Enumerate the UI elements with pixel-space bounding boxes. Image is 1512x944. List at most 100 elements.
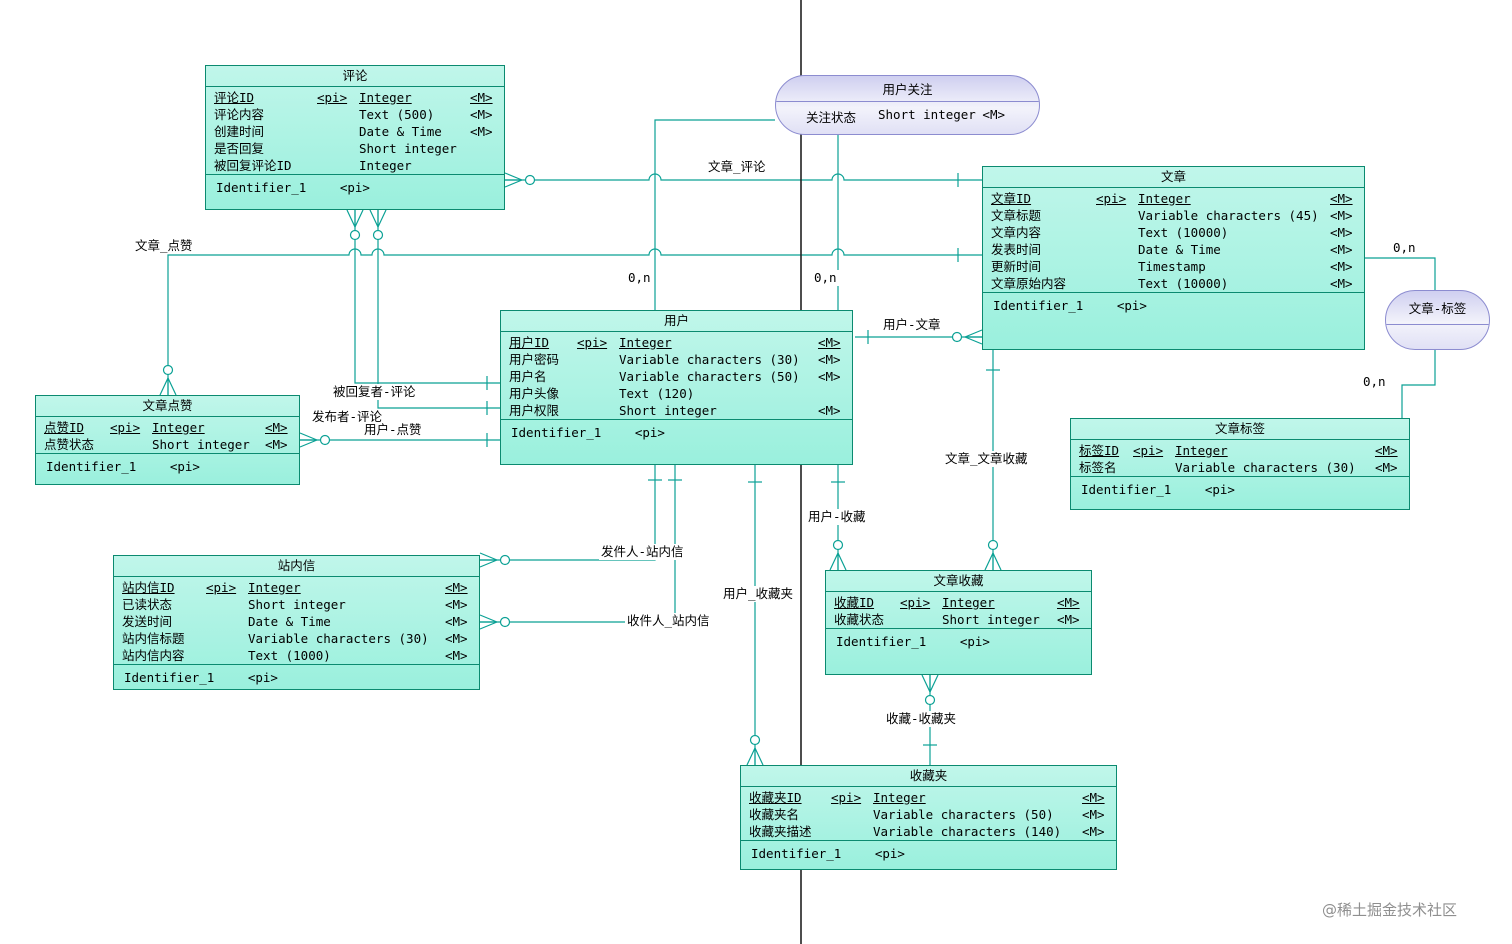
entity-comment[interactable]: 评论 评论ID <pi> Integer <M> 评论内容 Text (500)… — [205, 65, 505, 210]
attr-pi-marker — [1133, 459, 1175, 476]
attr-type: Text (500) — [359, 107, 435, 122]
entity-site-message[interactable]: 站内信 站内信ID <pi> Integer <M> 已读状态 Short in… — [113, 555, 480, 690]
attribute-row: 发表时间 Date & Time <M> — [991, 241, 1364, 258]
attribute-row: 收藏状态 Short integer <M> — [834, 611, 1091, 628]
attribute-row: 收藏夹描述 Variable characters (140) <M> — [749, 823, 1116, 840]
crowfoot-message-1 — [479, 552, 498, 568]
attr-type: Variable characters (30) — [619, 352, 800, 367]
cardinality-follow-b: 0,n — [812, 270, 839, 286]
attribute-row: 已读状态 Short integer <M> — [122, 596, 479, 613]
rel-replied-comment-line — [354, 210, 500, 384]
attr-name: 发表时间 — [991, 242, 1042, 257]
attr-type: Text (120) — [619, 386, 695, 401]
attr-type: Integer — [359, 158, 412, 173]
identifier-section: Identifier_1 <pi> — [206, 174, 504, 209]
identifier-pi-marker: <pi> — [339, 180, 370, 195]
attribute-row: 用户名 Variable characters (50) <M> — [509, 368, 852, 385]
attr-pi-marker — [577, 351, 619, 368]
crowfoot-favorite-2 — [984, 552, 1002, 571]
attribute-row: 用户ID <pi> Integer <M> — [509, 334, 852, 351]
attr-pi-marker — [110, 436, 152, 453]
attr-mandatory-marker — [470, 157, 504, 174]
attribute-row: 站内信标题 Variable characters (30) <M> — [122, 630, 479, 647]
assoc-article-tag-link-a — [1365, 257, 1436, 290]
attribute-row: 标签ID <pi> Integer <M> — [1079, 442, 1409, 459]
rel-label-favorite-folder: 收藏-收藏夹 — [884, 711, 959, 727]
attr-pi-marker — [831, 823, 873, 840]
attr-pi-marker: <pi> — [1133, 443, 1164, 458]
entity-title: 用户 — [501, 311, 852, 332]
attr-name: 是否回复 — [214, 141, 265, 156]
entity-article-tag[interactable]: 文章标签 标签ID <pi> Integer <M> 标签名 Variable … — [1070, 418, 1410, 510]
crowfoot-folder — [746, 747, 764, 766]
entity-title: 文章标签 — [1071, 419, 1409, 440]
entity-article[interactable]: 文章 文章ID <pi> Integer <M> 文章标题 Variable c… — [982, 166, 1365, 350]
entity-favorite-folder[interactable]: 收藏夹 收藏夹ID <pi> Integer <M> 收藏夹名 Variable… — [740, 765, 1117, 870]
attr-type: Short integer — [359, 141, 457, 156]
cardinality-follow-a: 0,n — [626, 270, 653, 286]
attr-mandatory-marker: <M> — [1057, 595, 1080, 610]
attr-type: Short integer — [942, 612, 1040, 627]
attr-type: Short integer — [878, 107, 976, 122]
association-article-tag[interactable]: 文章-标签 — [1385, 290, 1490, 350]
attr-name: 用户名 — [509, 369, 547, 384]
attr-name: 站内信标题 — [122, 631, 185, 646]
crowfoot-publisher — [369, 209, 387, 228]
attr-mandatory-marker: <M> — [1330, 276, 1353, 291]
attr-pi-marker — [900, 611, 942, 628]
entity-title: 文章收藏 — [826, 571, 1091, 592]
attr-pi-marker — [1096, 241, 1138, 258]
attribute-row: 收藏ID <pi> Integer <M> — [834, 594, 1091, 611]
identifier-pi-marker: <pi> — [959, 634, 990, 649]
identifier-section: Identifier_1 <pi> — [36, 453, 299, 484]
attr-mandatory-marker: <M> — [1375, 460, 1398, 475]
attr-mandatory-marker: <M> — [1057, 612, 1080, 627]
attr-type: Date & Time — [248, 614, 331, 629]
attr-pi-marker — [206, 630, 248, 647]
identifier-section: Identifier_1 <pi> — [1071, 476, 1409, 509]
attribute-list: 标签ID <pi> Integer <M> 标签名 Variable chara… — [1071, 440, 1409, 476]
attr-mandatory-marker: <M> — [470, 124, 493, 139]
attribute-row: 标签名 Variable characters (30) <M> — [1079, 459, 1409, 476]
entity-user[interactable]: 用户 用户ID <pi> Integer <M> 用户密码 Variable c… — [500, 310, 853, 465]
crowfoot-favorite-3 — [921, 674, 939, 693]
identifier-label: Identifier_1 — [836, 634, 927, 649]
attr-pi-marker — [317, 157, 359, 174]
attr-pi-marker — [317, 106, 359, 123]
entity-article-favorite[interactable]: 文章收藏 收藏ID <pi> Integer <M> 收藏状态 Short in… — [825, 570, 1092, 675]
rel-label-receiver-message: 收件人_站内信 — [625, 613, 712, 629]
identifier-label: Identifier_1 — [751, 846, 842, 861]
attr-name: 站内信内容 — [122, 648, 185, 663]
attribute-row: 更新时间 Timestamp <M> — [991, 258, 1364, 275]
attr-mandatory-marker: <M> — [470, 90, 493, 105]
attribute-list: 点赞ID <pi> Integer <M> 点赞状态 Short integer… — [36, 417, 299, 453]
association-user-follow[interactable]: 用户关注 关注状态 Short integer <M> — [775, 75, 1040, 135]
attr-type: Text (10000) — [1138, 225, 1229, 240]
association-title: 文章-标签 — [1386, 291, 1489, 325]
attr-type: Integer — [1175, 443, 1228, 458]
rel-label-article-like: 文章_点赞 — [133, 238, 195, 254]
attr-name: 文章标题 — [991, 208, 1042, 223]
attr-mandatory-marker: <M> — [1375, 443, 1398, 458]
attr-type: Variable characters (45) — [1138, 208, 1319, 223]
attr-type: Short integer — [619, 403, 717, 418]
identifier-label: Identifier_1 — [511, 425, 602, 440]
attr-pi-marker — [206, 596, 248, 613]
attr-mandatory-marker — [470, 140, 504, 157]
assoc-article-tag-link-b — [1401, 350, 1436, 418]
attr-pi-marker — [206, 613, 248, 630]
attribute-row: 文章内容 Text (10000) <M> — [991, 224, 1364, 241]
attr-name: 已读状态 — [122, 597, 173, 612]
attr-pi-marker: <pi> — [900, 595, 931, 610]
identifier-label: Identifier_1 — [124, 670, 215, 685]
attr-pi-marker — [1096, 258, 1138, 275]
attr-name: 站内信ID — [122, 580, 175, 595]
entity-article-like[interactable]: 文章点赞 点赞ID <pi> Integer <M> 点赞状态 Short in… — [35, 395, 300, 485]
attr-type: Integer — [248, 580, 301, 595]
attr-type: Date & Time — [359, 124, 442, 139]
attribute-row: 文章标题 Variable characters (45) <M> — [991, 207, 1364, 224]
attr-type: Integer — [873, 790, 926, 805]
attribute-row: 创建时间 Date & Time <M> — [214, 123, 504, 140]
identifier-pi-marker: <pi> — [874, 846, 905, 861]
crowfoot-replied — [346, 209, 364, 228]
